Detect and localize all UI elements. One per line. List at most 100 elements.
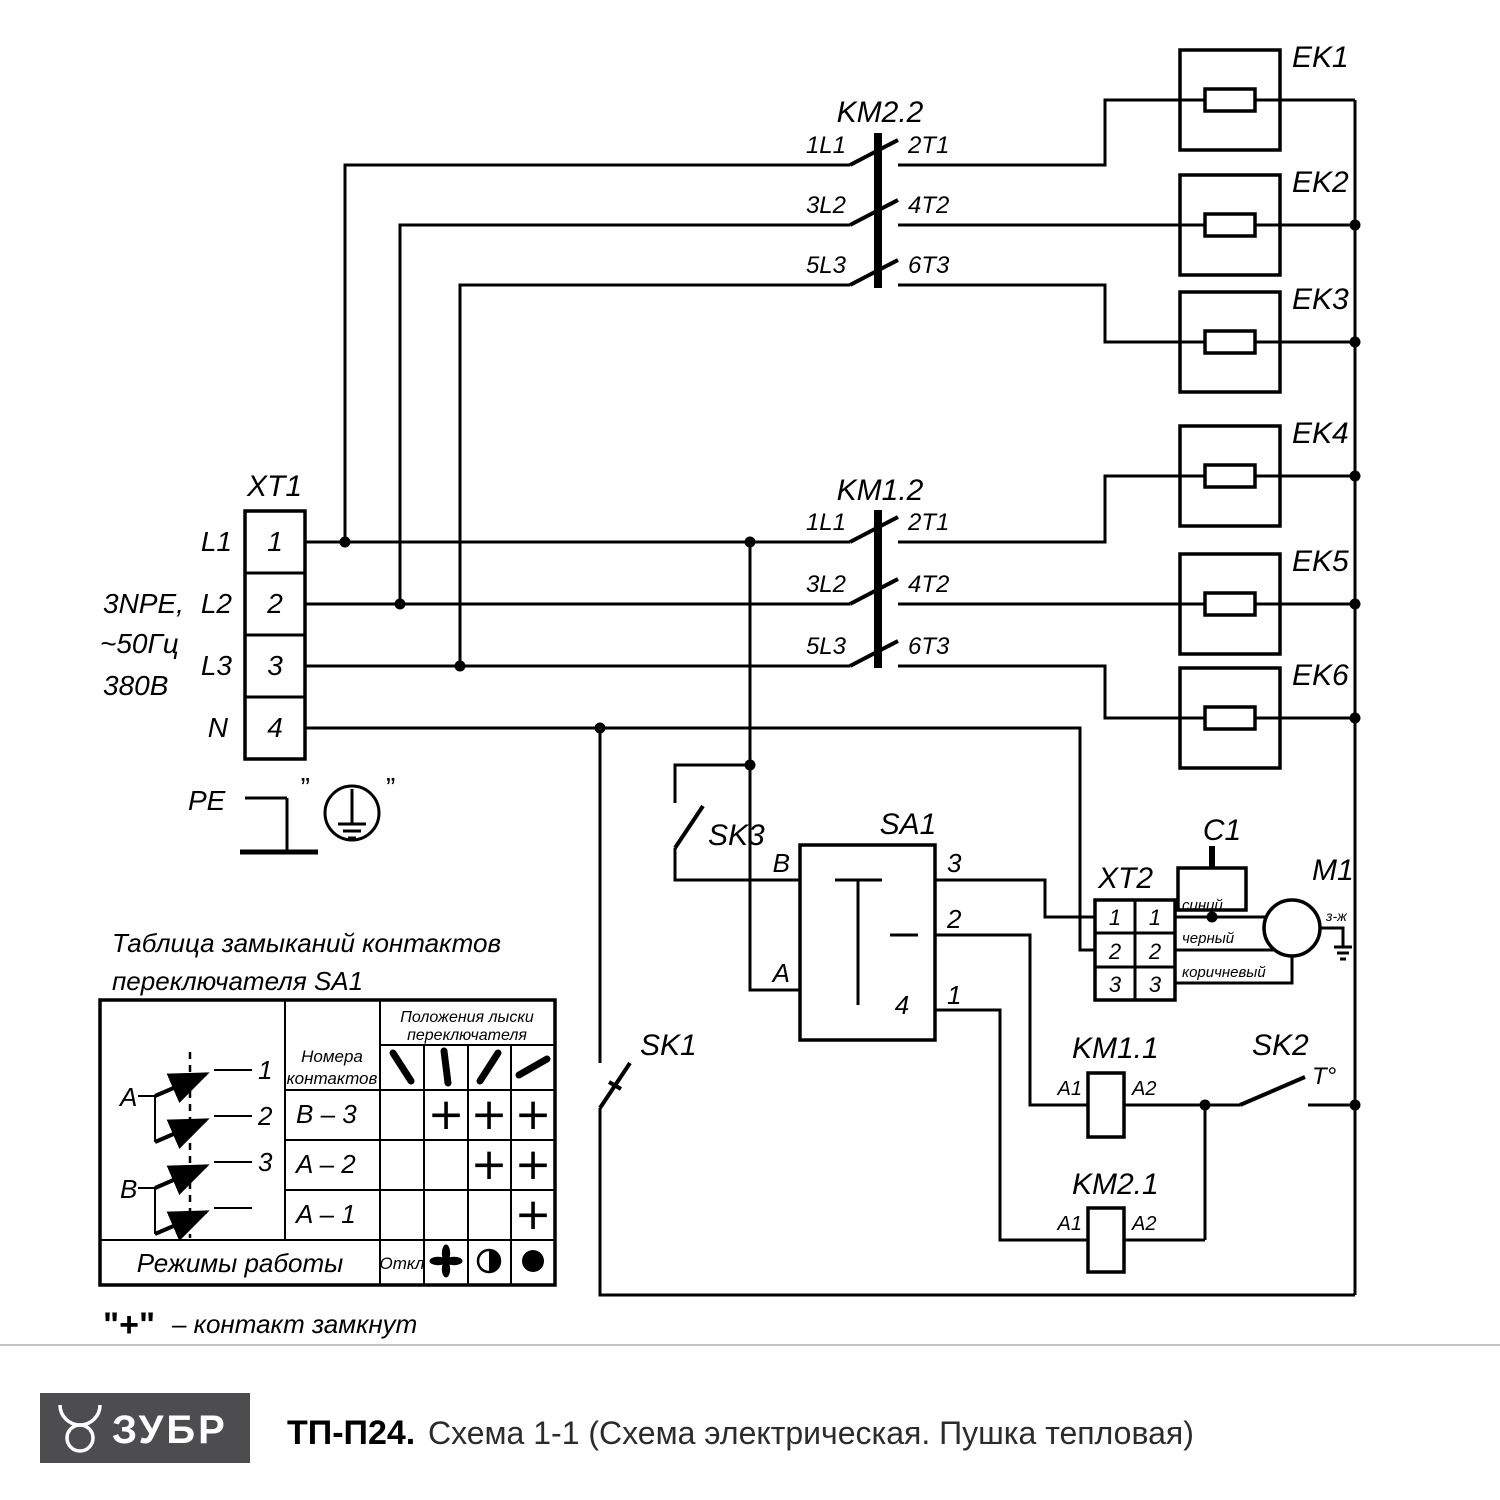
contact-table: Таблица замыканий контактов переключател… <box>98 928 557 1344</box>
sk1-label: SK1 <box>640 1029 697 1062</box>
heater-ek1: EK1 <box>1178 41 1349 152</box>
km12-out-2: 4T2 <box>908 571 949 598</box>
mark-r2c3: + <box>471 1139 508 1190</box>
xt1-terminal-2: 2 <box>266 588 283 619</box>
pe-quote-left: ” <box>301 772 310 803</box>
legend-mark: "+" <box>103 1306 155 1344</box>
km22-in-3: 5L3 <box>806 252 847 279</box>
km21-a1: A1 <box>1057 1213 1082 1235</box>
position-icon-3 <box>476 1049 502 1085</box>
km12-in-2: 3L2 <box>806 571 846 598</box>
km12-in-1: 1L1 <box>806 509 846 536</box>
contacts-header-line-2: контактов <box>287 1069 378 1088</box>
km11-label: KM1.1 <box>1072 1032 1159 1065</box>
heater-ek5: EK5 <box>1178 545 1349 656</box>
wire-ground-label: з-ж <box>1325 908 1348 924</box>
mode-off-label: Откл <box>380 1254 425 1273</box>
xt1-terminal-1: 1 <box>267 526 283 557</box>
sa1-output-3: 3 <box>947 848 962 878</box>
neutral-wire <box>305 726 1095 952</box>
contacts-header-line-1: Номера <box>301 1047 363 1066</box>
diagram-contact-3: 3 <box>258 1147 273 1177</box>
terminal-block-xt1: XT1 1 2 3 4 L1 L2 L3 N 3NPE, ~50Гц 380В <box>100 470 307 761</box>
table-title-line-1: Таблица замыканий контактов <box>112 928 501 958</box>
supply-line-3: 380В <box>103 670 168 701</box>
km22-label: KM2.2 <box>837 96 924 129</box>
sa1-output-2: 2 <box>946 904 962 934</box>
control-wires <box>598 542 1355 1297</box>
sa1-contact-diagram: A B 1 2 3 <box>118 1052 273 1241</box>
sa1-label: SA1 <box>880 808 937 841</box>
xt1-terminal-3: 3 <box>267 650 283 681</box>
motor-wires <box>1175 846 1345 985</box>
km22-in-2: 3L2 <box>806 192 846 219</box>
sa1-output-1: 1 <box>947 980 961 1010</box>
contactor-coil-km21: KM2.1 A1 A2 <box>1057 1168 1159 1274</box>
ek5-label: EK5 <box>1292 545 1349 578</box>
km22-in-1: 1L1 <box>806 132 846 159</box>
ek1-label: EK1 <box>1292 41 1349 74</box>
switch-sk3: SK3 <box>673 804 765 852</box>
km22-out-1: 2T1 <box>907 132 949 159</box>
brand-name: ЗУБР <box>112 1408 228 1452</box>
km12-out-1: 2T1 <box>907 509 949 536</box>
km21-a2: A2 <box>1131 1213 1156 1235</box>
legend-text: – контакт замкнут <box>171 1309 417 1339</box>
mark-r1c3: + <box>471 1089 508 1140</box>
diagram-contact-1: 1 <box>258 1055 272 1085</box>
footer: ЗУБР ТП-П24. Схема 1-1 (Схема электричес… <box>0 1344 1500 1463</box>
heater-ek6: EK6 <box>1178 659 1349 770</box>
sk2-label: SK2 <box>1252 1029 1309 1062</box>
xt2-right-3: 3 <box>1149 972 1162 997</box>
xt2-label: XT2 <box>1097 862 1153 895</box>
xt1-terminal-4: 4 <box>267 712 283 743</box>
xt2-right-1: 1 <box>1149 905 1161 930</box>
switch-sk1: SK1 <box>598 1029 697 1110</box>
ek2-label: EK2 <box>1292 166 1349 199</box>
km12-label: KM1.2 <box>837 474 924 507</box>
positions-header-line-2: переключателя <box>407 1027 527 1044</box>
table-title-line-2: переключателя SA1 <box>112 966 363 996</box>
contactor-contacts-km12: KM1.2 1L1 2T1 3L2 4T2 5L3 6T3 <box>806 474 950 668</box>
km22-out-2: 4T2 <box>908 192 949 219</box>
km11-a1: A1 <box>1057 1078 1082 1100</box>
pe-quote-right: ” <box>386 772 395 803</box>
heater-wires <box>898 98 1357 1295</box>
phase-l3-label: L3 <box>201 650 233 681</box>
wire-black-label: черный <box>1182 930 1235 947</box>
km22-out-3: 6T3 <box>908 252 950 279</box>
heater-ek2: EK2 <box>1178 166 1349 277</box>
row-label-b3: B – 3 <box>296 1099 357 1129</box>
xt2-left-1: 1 <box>1109 905 1121 930</box>
sa1-input-a: A <box>771 958 790 988</box>
xt2-left-2: 2 <box>1108 939 1121 964</box>
mark-r3c4: + <box>515 1189 552 1240</box>
zubr-bison-icon <box>58 1404 102 1453</box>
position-icon-2 <box>440 1047 452 1087</box>
brand-logo: ЗУБР <box>40 1393 250 1463</box>
ek3-label: EK3 <box>1292 283 1349 316</box>
ek6-label: EK6 <box>1292 659 1349 692</box>
footer-caption: Схема 1-1 (Схема электрическая. Пушка те… <box>428 1415 1194 1451</box>
modes-row-label: Режимы работы <box>137 1248 344 1278</box>
mode-full-heat-icon <box>522 1250 544 1272</box>
pe-ground-symbol: PE ” ” <box>188 772 395 855</box>
phase-n-label: N <box>208 712 229 743</box>
ek4-label: EK4 <box>1292 417 1349 450</box>
power-feed-wires <box>305 163 850 668</box>
row-label-a1: A – 1 <box>294 1199 356 1229</box>
xt2-left-3: 3 <box>1109 972 1122 997</box>
km12-out-3: 6T3 <box>908 633 950 660</box>
motor-m1: M1 синий черный коричневый з-ж <box>1182 854 1354 981</box>
mode-fan-icon <box>429 1244 463 1278</box>
terminal-block-xt2: XT2 1 2 3 1 2 3 <box>1093 862 1177 1002</box>
contactor-coil-km11: KM1.1 A1 A2 <box>1057 1032 1159 1139</box>
motor-ground-symbol: з-ж <box>1325 908 1352 961</box>
supply-line-2: ~50Гц <box>100 628 179 659</box>
phase-l1-label: L1 <box>201 526 232 557</box>
contactor-contacts-km22: KM2.2 1L1 2T1 3L2 4T2 5L3 6T3 <box>806 96 950 288</box>
capacitor-c1: C1 <box>1176 814 1248 912</box>
phase-l2-label: L2 <box>201 588 233 619</box>
heater-ek3: EK3 <box>1178 283 1349 394</box>
